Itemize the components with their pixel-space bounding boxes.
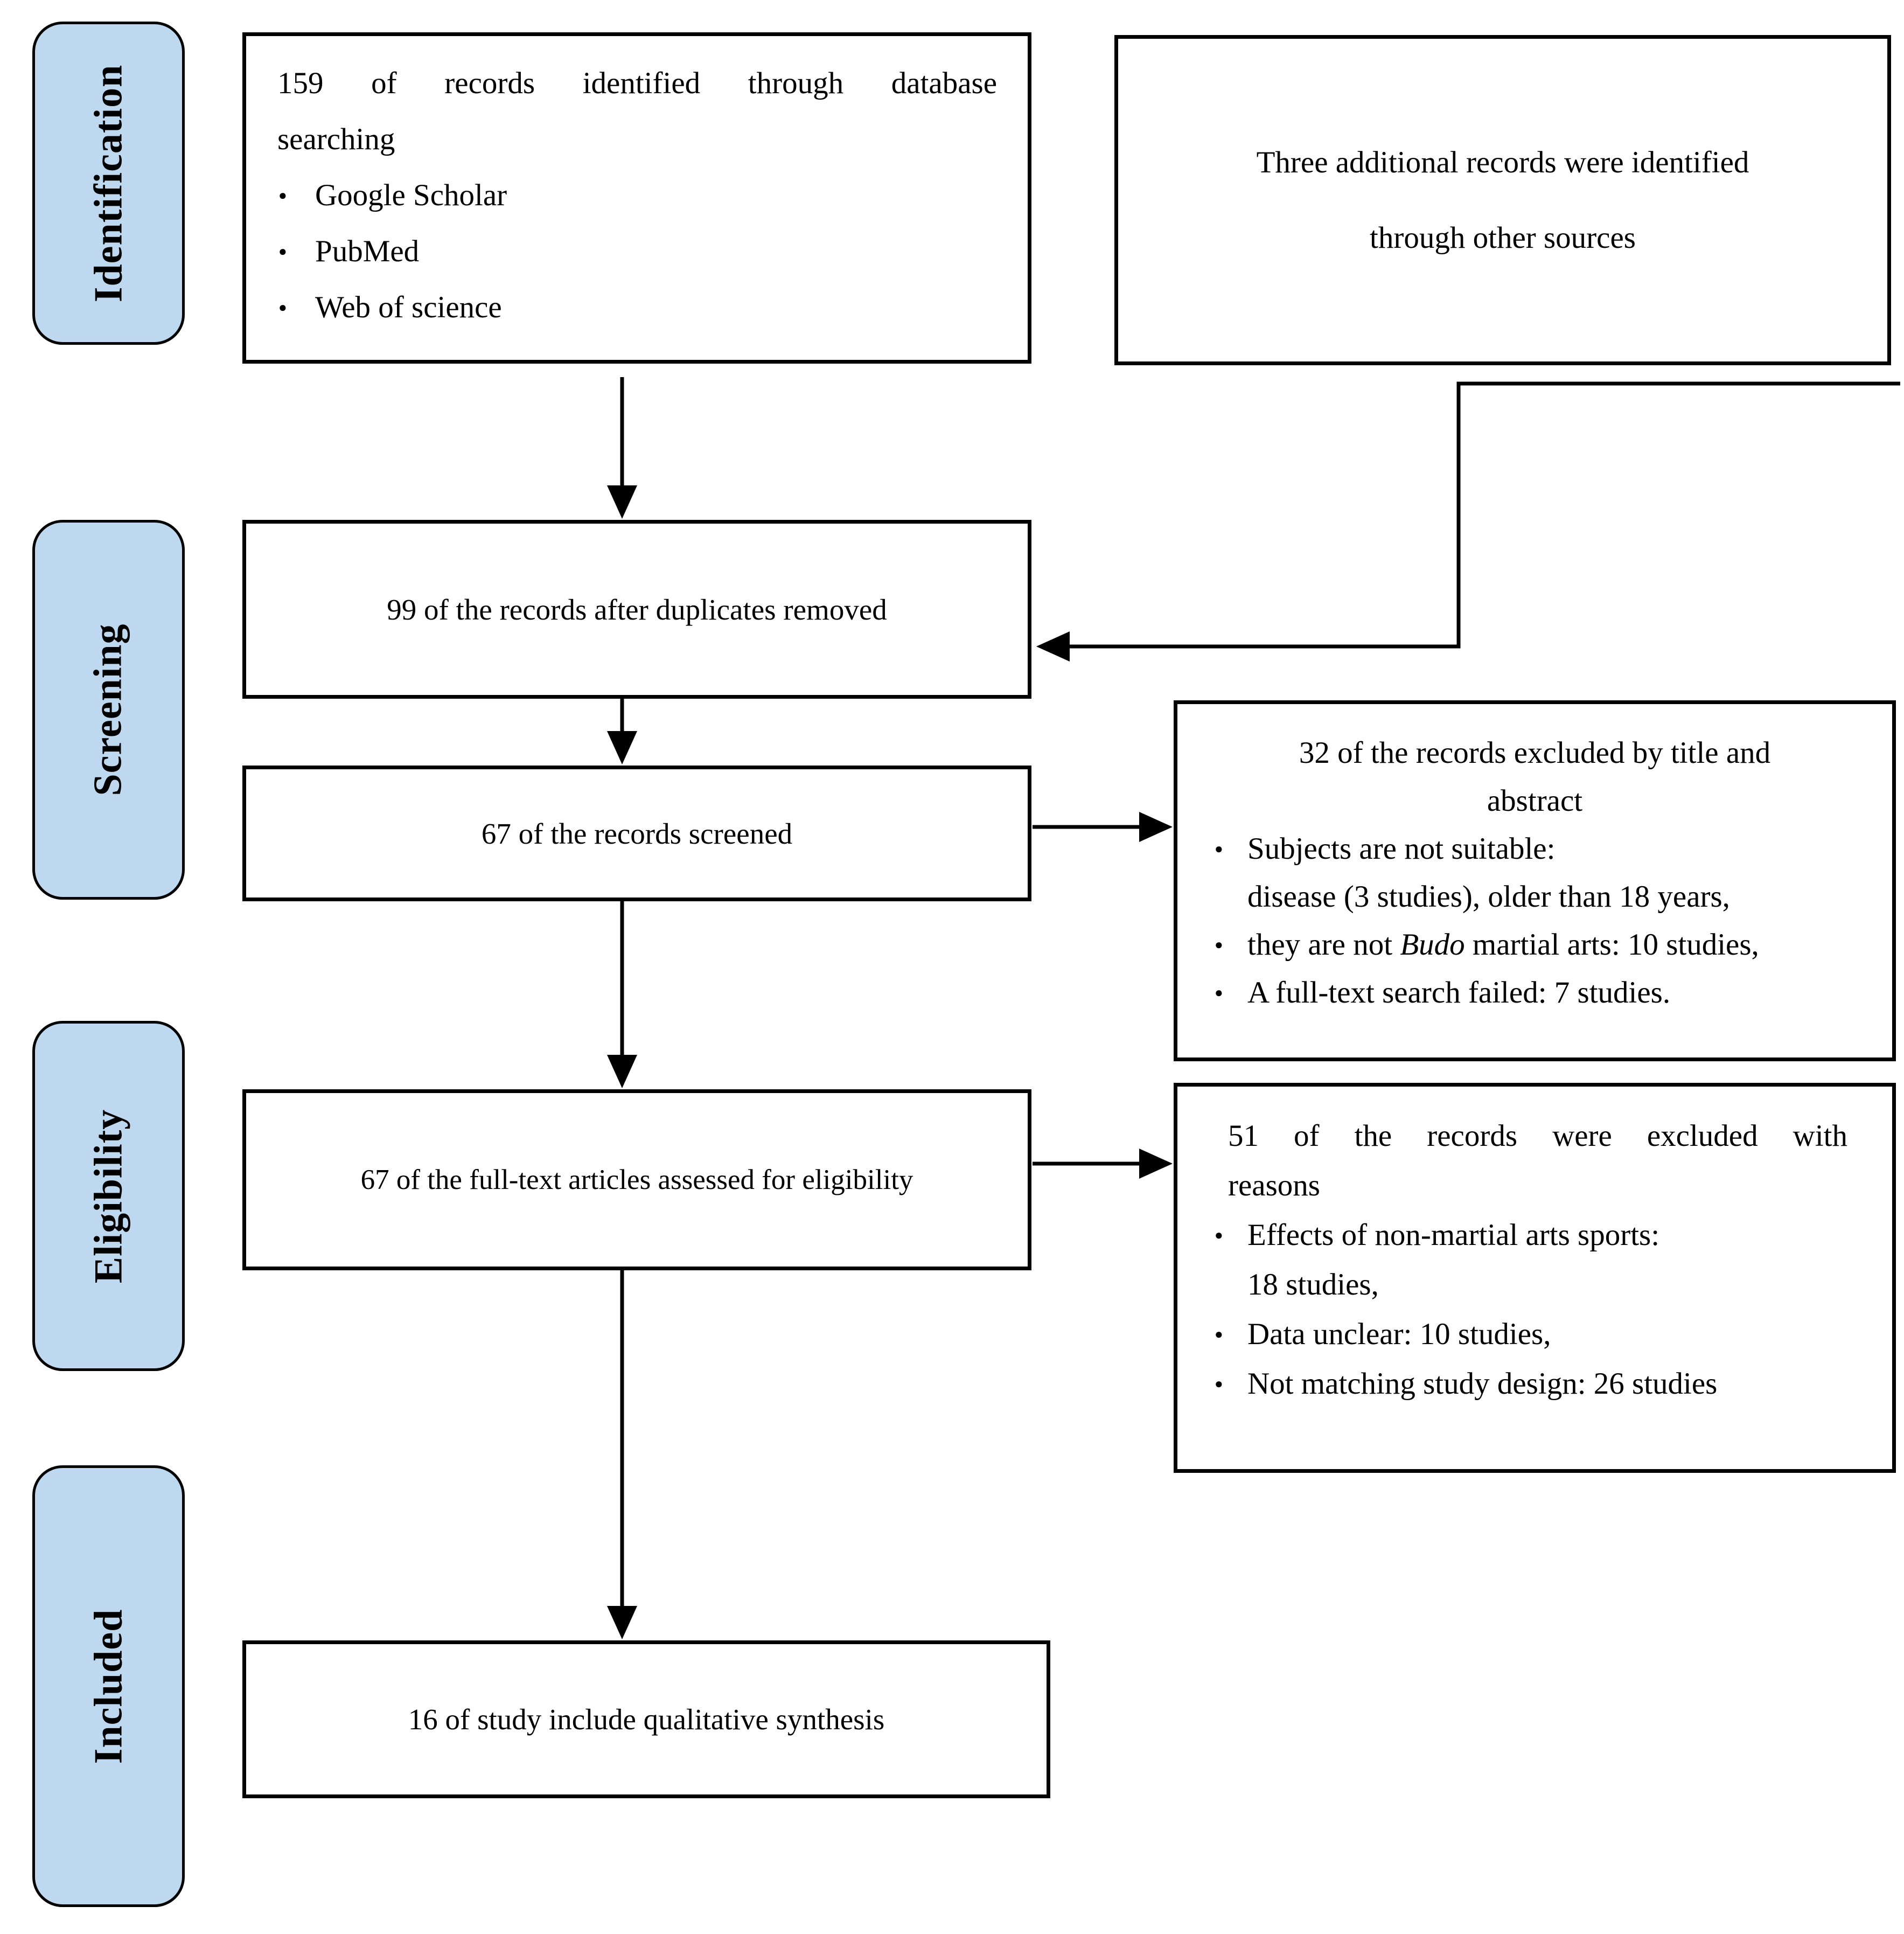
- arrowhead-down-4: [607, 1606, 637, 1639]
- records-screened-text: 67 of the records screened: [481, 817, 793, 850]
- qualitative-synthesis-text: 16 of study include qualitative synthesi…: [408, 1703, 885, 1736]
- arrowhead-down-3: [607, 1055, 637, 1088]
- excluded-reason-subjects-line1: Subjects are not suitable:: [1247, 832, 1556, 866]
- list-item: ● Subjects are not suitable: disease (3 …: [1213, 825, 1863, 921]
- box-duplicates-removed: 99 of the records after duplicates remov…: [242, 520, 1031, 699]
- reason-data-unclear: Data unclear: 10 studies,: [1247, 1317, 1551, 1351]
- source-google-scholar: Google Scholar: [315, 178, 507, 212]
- list-item: ● Web of science: [277, 280, 997, 336]
- excluded-reason-not-budo-italic: Budo: [1400, 928, 1465, 962]
- list-item: ● A full-text search failed: 7 studies.: [1213, 969, 1863, 1017]
- excluded-reason-subjects-line2: disease (3 studies), older than 18 years…: [1247, 880, 1730, 914]
- arrowhead-down-1: [607, 485, 637, 519]
- excluded-reason-fulltext-failed: A full-text search failed: 7 studies.: [1247, 976, 1671, 1010]
- identified-source-list: ● Google Scholar ● PubMed ● Web of science: [277, 168, 997, 336]
- list-item: ● Data unclear: 10 studies,: [1213, 1310, 1863, 1359]
- list-item: ● Google Scholar: [277, 168, 997, 224]
- bullet-icon: ●: [1215, 937, 1223, 952]
- additional-records-line2: through other sources: [1370, 220, 1636, 255]
- box-qualitative-synthesis: 16 of study include qualitative synthesi…: [242, 1640, 1050, 1798]
- bullet-icon: ●: [1215, 985, 1223, 1000]
- bullet-icon: ●: [1215, 1376, 1223, 1392]
- stage-eligibility-label: Eligibility: [86, 1109, 131, 1283]
- stage-included-label: Included: [86, 1609, 131, 1764]
- stage-eligibility: Eligibility: [32, 1021, 185, 1371]
- stage-screening: Screening: [32, 520, 185, 900]
- excluded-reason-not-budo-pre: they are not: [1247, 928, 1400, 962]
- bullet-icon: ●: [1215, 1227, 1223, 1243]
- additional-records-line1: Three additional records were identified: [1256, 145, 1749, 179]
- box-excluded-with-reasons: 51 of the records were excluded with rea…: [1174, 1083, 1896, 1473]
- stage-included: Included: [32, 1465, 185, 1907]
- list-item: ● Effects of non-martial arts sports: 18…: [1213, 1211, 1863, 1310]
- excluded-reasons-title-line1: 51 of the records were excluded with: [1228, 1119, 1847, 1153]
- elbow-other-sources-to-duplicates: [1070, 381, 1900, 649]
- bullet-icon: ●: [1215, 841, 1223, 857]
- bullet-icon: ●: [278, 244, 287, 259]
- stage-identification-label: Identification: [86, 64, 130, 302]
- source-web-of-science: Web of science: [315, 290, 502, 324]
- box-records-identified: 159 of records identified through databa…: [242, 32, 1031, 364]
- arrowhead-right-2: [1139, 1149, 1173, 1179]
- excluded-reasons-title-line2: reasons: [1228, 1168, 1320, 1202]
- stage-identification: Identification: [32, 22, 185, 345]
- reason-non-martial-line2: 18 studies,: [1247, 1268, 1379, 1302]
- arrowhead-right-1: [1139, 812, 1173, 842]
- excluded-title-reason-list: ● Subjects are not suitable: disease (3 …: [1207, 825, 1863, 1017]
- bullet-icon: ●: [278, 300, 287, 315]
- arrowhead-down-2: [607, 731, 637, 764]
- excluded-reasons-list: ● Effects of non-martial arts sports: 18…: [1207, 1211, 1863, 1409]
- box-additional-records: Three additional records were identified…: [1114, 35, 1891, 365]
- box-fulltext-assessed: 67 of the full-text articles assessed fo…: [242, 1089, 1031, 1270]
- source-pubmed: PubMed: [315, 234, 420, 268]
- box-excluded-title-abstract: 32 of the records excluded by title and …: [1174, 700, 1896, 1061]
- bullet-icon: ●: [1215, 1326, 1223, 1342]
- stage-screening-label: Screening: [86, 623, 131, 796]
- reason-non-martial-line1: Effects of non-martial arts sports:: [1247, 1218, 1660, 1252]
- arrowhead-left-1: [1036, 631, 1070, 662]
- box-records-screened: 67 of the records screened: [242, 766, 1031, 901]
- reason-study-design: Not matching study design: 26 studies: [1247, 1367, 1718, 1401]
- list-item: ● PubMed: [277, 224, 997, 280]
- identified-title-line1: 159 of records identified through databa…: [277, 66, 997, 100]
- fulltext-assessed-text: 67 of the full-text articles assessed fo…: [360, 1164, 913, 1195]
- excluded-title-line2: abstract: [1487, 784, 1583, 818]
- list-item: ● Not matching study design: 26 studies: [1213, 1359, 1863, 1409]
- duplicates-removed-text: 99 of the records after duplicates remov…: [387, 593, 887, 626]
- identified-title-line2: searching: [277, 122, 395, 156]
- excluded-reason-not-budo-post: martial arts: 10 studies,: [1464, 928, 1759, 962]
- list-item: ● they are not Budo martial arts: 10 stu…: [1213, 921, 1863, 969]
- bullet-icon: ●: [278, 187, 287, 203]
- excluded-title-line1: 32 of the records excluded by title and: [1299, 736, 1771, 770]
